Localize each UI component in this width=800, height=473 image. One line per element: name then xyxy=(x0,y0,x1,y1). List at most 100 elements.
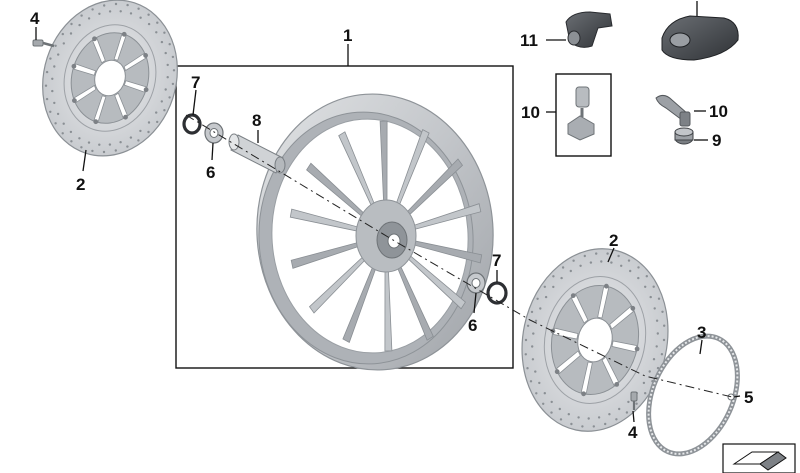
callout-1: 1 xyxy=(343,26,352,45)
wheel-assembly-frame xyxy=(175,65,514,369)
disc-hole xyxy=(570,422,573,426)
disc-hole xyxy=(172,69,176,72)
disc-hole xyxy=(560,276,563,280)
carrier-cutout xyxy=(93,95,107,123)
disc-hole xyxy=(649,295,652,299)
disc-hole xyxy=(70,22,73,26)
callout-11: 11 xyxy=(520,31,538,50)
disc-hole xyxy=(91,8,94,11)
bearing-6-right xyxy=(466,272,486,294)
disc-hole xyxy=(569,269,572,273)
disc-hole xyxy=(577,416,580,419)
disc-hole xyxy=(595,252,598,255)
disc-hole xyxy=(604,422,607,426)
brake-disc-left xyxy=(42,0,178,157)
disc-hole xyxy=(163,31,166,34)
disc-hole xyxy=(532,332,535,335)
disc-hole xyxy=(69,130,73,134)
disc-hole xyxy=(558,407,561,411)
disc-hole xyxy=(587,417,590,420)
disc-hole xyxy=(166,63,169,67)
disc-hole xyxy=(87,17,91,20)
disc-hole xyxy=(655,345,658,348)
brake-disc-right xyxy=(521,248,669,432)
disc-hole xyxy=(164,51,167,55)
disc-rivet xyxy=(143,87,149,93)
callout-9: 9 xyxy=(712,131,721,150)
disc-hole xyxy=(49,57,52,60)
callout-2-left: 2 xyxy=(76,175,85,194)
disc-hole xyxy=(147,13,150,16)
disc-hole xyxy=(45,97,49,101)
disc-hole xyxy=(648,370,651,373)
disc-hole xyxy=(103,4,106,7)
disc-hole xyxy=(645,275,648,278)
angled-valve-10 xyxy=(655,94,691,127)
disc-hole xyxy=(49,110,52,114)
disc-rivet xyxy=(143,53,149,58)
disc-hole xyxy=(538,381,541,385)
disc-hole xyxy=(147,130,150,134)
disc-hole xyxy=(610,261,613,264)
disc-hole xyxy=(61,132,64,135)
disc-rivet xyxy=(72,98,77,103)
disc-hole xyxy=(156,120,159,124)
bolt-4-left xyxy=(32,39,55,48)
disc-hole xyxy=(137,7,140,10)
disc-hole xyxy=(147,121,151,124)
disc-hole xyxy=(119,10,122,13)
disc-hole xyxy=(114,2,118,6)
valve-kit-10 xyxy=(567,86,595,141)
disc-rivet xyxy=(614,382,620,387)
disc-hole xyxy=(552,285,555,289)
disc-rivet xyxy=(604,283,609,289)
disc-rivet xyxy=(123,114,128,120)
catalogue-arrow-icon xyxy=(722,443,796,473)
disc-hole xyxy=(98,143,101,146)
disc-hole xyxy=(524,338,528,342)
disc-hole xyxy=(56,112,60,116)
disc-hole xyxy=(530,310,534,314)
callout-6-left: 6 xyxy=(206,163,215,182)
disc-hole xyxy=(656,332,659,335)
disc-hole xyxy=(524,353,527,356)
disc-hole xyxy=(53,65,56,68)
disc-hole xyxy=(108,143,112,146)
disc-hole xyxy=(657,297,661,300)
disc-hole xyxy=(544,295,548,299)
disc-hole xyxy=(87,141,91,144)
callout-4-top: 4 xyxy=(30,9,40,28)
disc-carrier-spokes xyxy=(71,31,149,125)
disc-hole xyxy=(660,353,664,356)
disc-hole xyxy=(160,40,164,44)
disc-hole xyxy=(637,276,640,280)
disc-hole xyxy=(620,264,623,267)
disc-hole xyxy=(536,297,539,300)
disc-hole xyxy=(119,141,122,144)
callout-10-left: 10 xyxy=(521,103,540,122)
disc-hole xyxy=(592,425,595,428)
disc-hole xyxy=(531,345,534,348)
callout-4-bottom: 4 xyxy=(628,423,638,442)
disc-hole xyxy=(552,275,555,278)
disc-hole xyxy=(166,76,169,79)
disc-hole xyxy=(51,77,54,81)
disc-hole xyxy=(168,96,171,99)
carrier-cutout xyxy=(552,327,579,340)
carrier-cutout xyxy=(73,63,97,76)
disc-hole xyxy=(129,136,133,139)
disc-hole xyxy=(600,260,603,263)
disc-hole xyxy=(534,370,537,373)
carrier-cutout xyxy=(597,286,610,319)
disc-hole xyxy=(531,358,535,361)
carrier-cutout xyxy=(609,305,634,330)
seal-ring-7-right xyxy=(486,281,508,305)
disc-hole xyxy=(567,413,570,416)
disc-hole xyxy=(550,411,553,414)
tyre-pressure-sensor xyxy=(661,1,739,61)
disc-hole xyxy=(80,146,83,149)
disc-hole xyxy=(164,88,167,91)
disc-hole xyxy=(597,416,601,419)
disc-hole xyxy=(139,16,142,19)
